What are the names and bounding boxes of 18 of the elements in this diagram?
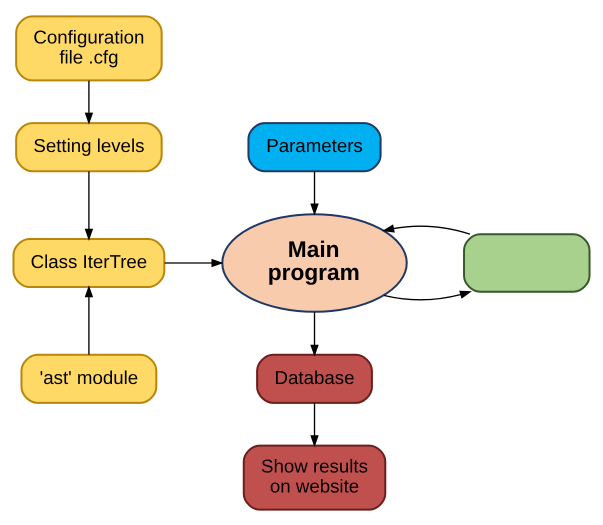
arrow <box>84 80 94 124</box>
node-box: Configuration file .cfg <box>15 14 163 81</box>
arrow <box>164 258 224 267</box>
node-box <box>463 232 591 292</box>
node-box: Parameters <box>247 122 382 172</box>
arrow <box>310 170 319 216</box>
arrow <box>84 170 94 240</box>
arrow <box>384 290 472 300</box>
arrow <box>382 224 470 234</box>
arrow <box>310 312 319 356</box>
node-ellipse: Main program <box>221 212 408 312</box>
node-box: Database <box>256 353 373 404</box>
node-box: Show results on website <box>242 444 386 510</box>
node-box: 'ast' module <box>20 353 158 404</box>
node-box: Setting levels <box>15 122 163 172</box>
node-box: Class IterTree <box>12 237 166 288</box>
arrow <box>310 402 319 447</box>
arrow <box>84 284 94 354</box>
